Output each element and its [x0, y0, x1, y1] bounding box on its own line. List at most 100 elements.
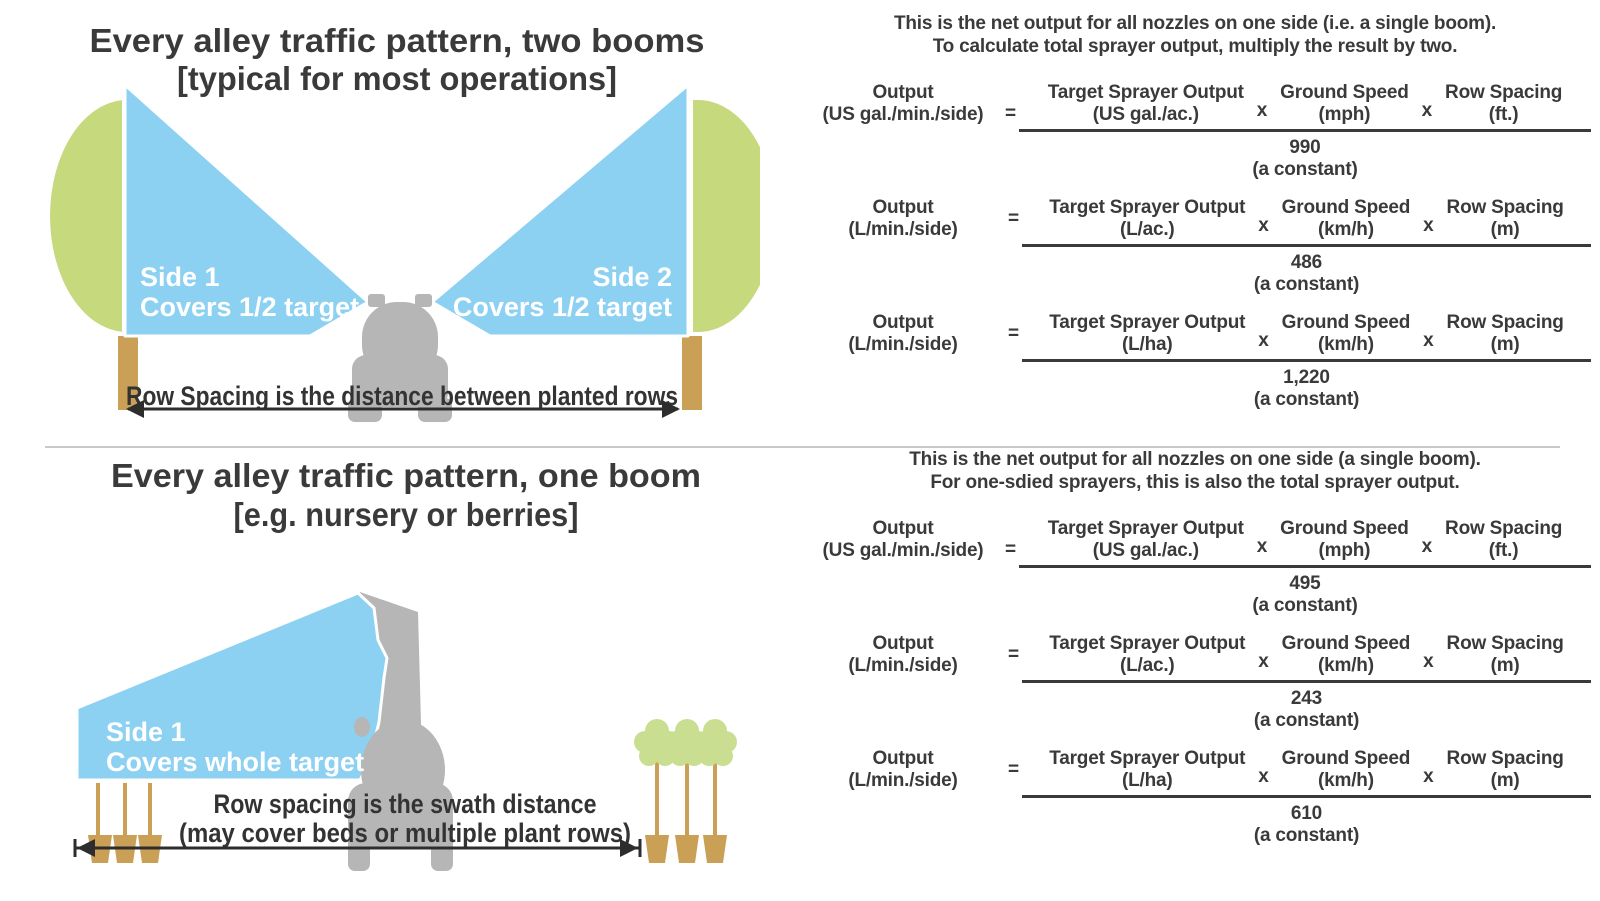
arrowhead-right: [662, 400, 680, 418]
fraction-bar: [1018, 565, 1591, 568]
potted-trees: [634, 719, 737, 863]
output-line2: (US gal./min./side): [822, 104, 984, 125]
multiply-sign: x: [1258, 651, 1269, 672]
formula-output-label: Output (US gal./min./side): [801, 518, 1005, 562]
equals-sign: =: [1008, 323, 1019, 344]
output-line1: Output: [872, 748, 934, 769]
term-row-spacing: Row Spacing (ft.): [1445, 518, 1563, 561]
term-ground-speed: Ground Speed (km/h): [1281, 748, 1411, 791]
formula-l-ac: Output (L/min./side) = Target Sprayer Ou…: [795, 633, 1595, 732]
multiply-sign: x: [1258, 215, 1269, 236]
swath-arrow: [73, 839, 642, 857]
formula-output-label: Output (US gal./min./side): [801, 82, 1005, 126]
side2-label: Side 2: [592, 262, 672, 292]
side2-sublabel: Covers 1/2 target: [453, 292, 672, 322]
multiply-sign: x: [1256, 536, 1268, 557]
denominator: 1,220 (a constant): [1022, 367, 1591, 411]
right-tree-trunk: [682, 336, 702, 410]
panel-header-line1: This is the net output for all nozzles o…: [893, 13, 1497, 34]
tree-trunk: [713, 750, 717, 838]
swath-caption-line1: Row spacing is the swath distance: [214, 789, 597, 819]
tractor-icon: [348, 717, 453, 871]
denominator: 486 (a constant): [1022, 252, 1591, 296]
fraction: Target Sprayer Output (L/ha) x Ground Sp…: [1021, 312, 1591, 411]
spray-fan-side1: [123, 83, 370, 338]
constant-value: 990: [1289, 137, 1321, 158]
tree-pot: [675, 835, 699, 863]
spray-fan-side1: [75, 591, 389, 782]
equals-sign: =: [1008, 644, 1019, 665]
fraction: Target Sprayer Output (L/ac.) x Ground S…: [1021, 197, 1591, 296]
output-line2: (L/min./side): [848, 219, 958, 240]
constant-note: (a constant): [1253, 274, 1360, 295]
tractor-icon: [348, 294, 452, 422]
two-boom-title-line2: [typical for most operations]: [177, 60, 617, 97]
term-row-spacing: Row Spacing (m): [1446, 197, 1564, 240]
side1-label: Side 1: [140, 262, 220, 292]
one-boom-diagram: Every alley traffic pattern, one boom [e…: [73, 457, 737, 871]
fraction: Target Sprayer Output (L/ha) x Ground Sp…: [1021, 748, 1591, 847]
equals-sign: =: [1008, 759, 1019, 780]
panel-header-line1: This is the net output for all nozzles o…: [909, 449, 1481, 470]
term-row-spacing: Row Spacing (m): [1446, 312, 1564, 355]
horizontal-divider: [45, 446, 1560, 448]
fraction-bar: [1021, 359, 1591, 362]
side1-label: Side 1: [106, 717, 186, 747]
tree-pot: [703, 835, 727, 863]
term-target-output: Target Sprayer Output (L/ha): [1049, 312, 1246, 355]
constant-note: (a constant): [1252, 159, 1358, 180]
tree-foliage: [634, 719, 737, 766]
constant-value: 610: [1290, 803, 1322, 824]
row-spacing-arrow: [126, 400, 680, 418]
output-line1: Output: [872, 197, 934, 218]
tree-pot: [645, 835, 669, 863]
term-target-output: Target Sprayer Output (US gal./ac.): [1047, 82, 1244, 125]
tree-trunk: [655, 750, 659, 838]
panel-header-line2: For one-sdied sprayers, this is also the…: [930, 472, 1460, 493]
term-target-output: Target Sprayer Output (L/ac.): [1049, 633, 1246, 676]
equals-sign: =: [1005, 539, 1016, 560]
tree-trunk: [685, 750, 689, 838]
denominator: 243 (a constant): [1022, 688, 1591, 732]
term-row-spacing: Row Spacing (m): [1446, 633, 1564, 676]
plant-stem: [96, 783, 100, 837]
fraction: Target Sprayer Output (US gal./ac.) x Gr…: [1018, 82, 1591, 181]
multiply-sign: x: [1423, 651, 1434, 672]
output-line2: (L/min./side): [848, 334, 958, 355]
tractor-left-wheel: [348, 833, 370, 871]
output-line2: (L/min./side): [848, 770, 958, 791]
output-line1: Output: [872, 633, 934, 654]
term-row-spacing: Row Spacing (m): [1446, 748, 1564, 791]
constant-note: (a constant): [1253, 825, 1360, 846]
constant-value: 495: [1289, 573, 1321, 594]
tractor-body: [352, 355, 448, 407]
formula-output-label: Output (L/min./side): [801, 312, 1005, 356]
fraction-bar: [1021, 795, 1591, 798]
multiply-sign: x: [1421, 100, 1433, 121]
term-ground-speed: Ground Speed (km/h): [1281, 312, 1411, 355]
equals-sign: =: [1008, 208, 1019, 229]
formula-us-gal: Output (US gal./min./side) = Target Spra…: [795, 518, 1595, 617]
multiply-sign: x: [1423, 330, 1434, 351]
multiply-sign: x: [1258, 766, 1269, 787]
plant-stem: [123, 783, 127, 837]
left-tree-trunk: [118, 336, 138, 410]
denominator: 495 (a constant): [1019, 573, 1591, 617]
plant-stem: [148, 783, 152, 837]
term-ground-speed: Ground Speed (km/h): [1281, 633, 1411, 676]
term-target-output: Target Sprayer Output (L/ac.): [1049, 197, 1246, 240]
equals-sign: =: [1005, 103, 1016, 124]
term-ground-speed: Ground Speed (mph): [1280, 82, 1409, 125]
term-ground-speed: Ground Speed (mph): [1280, 518, 1409, 561]
formula-l-ha: Output (L/min./side) = Target Sprayer Ou…: [795, 748, 1595, 847]
term-target-output: Target Sprayer Output (L/ha): [1049, 748, 1246, 791]
term-row-spacing: Row Spacing (ft.): [1445, 82, 1563, 125]
right-tree: [693, 100, 760, 332]
constant-note: (a constant): [1252, 595, 1358, 616]
constant-value: 486: [1290, 252, 1322, 273]
output-line1: Output: [872, 82, 934, 103]
sprayed-potted-plants: [88, 783, 162, 863]
output-line1: Output: [872, 312, 934, 333]
multiply-sign: x: [1258, 330, 1269, 351]
